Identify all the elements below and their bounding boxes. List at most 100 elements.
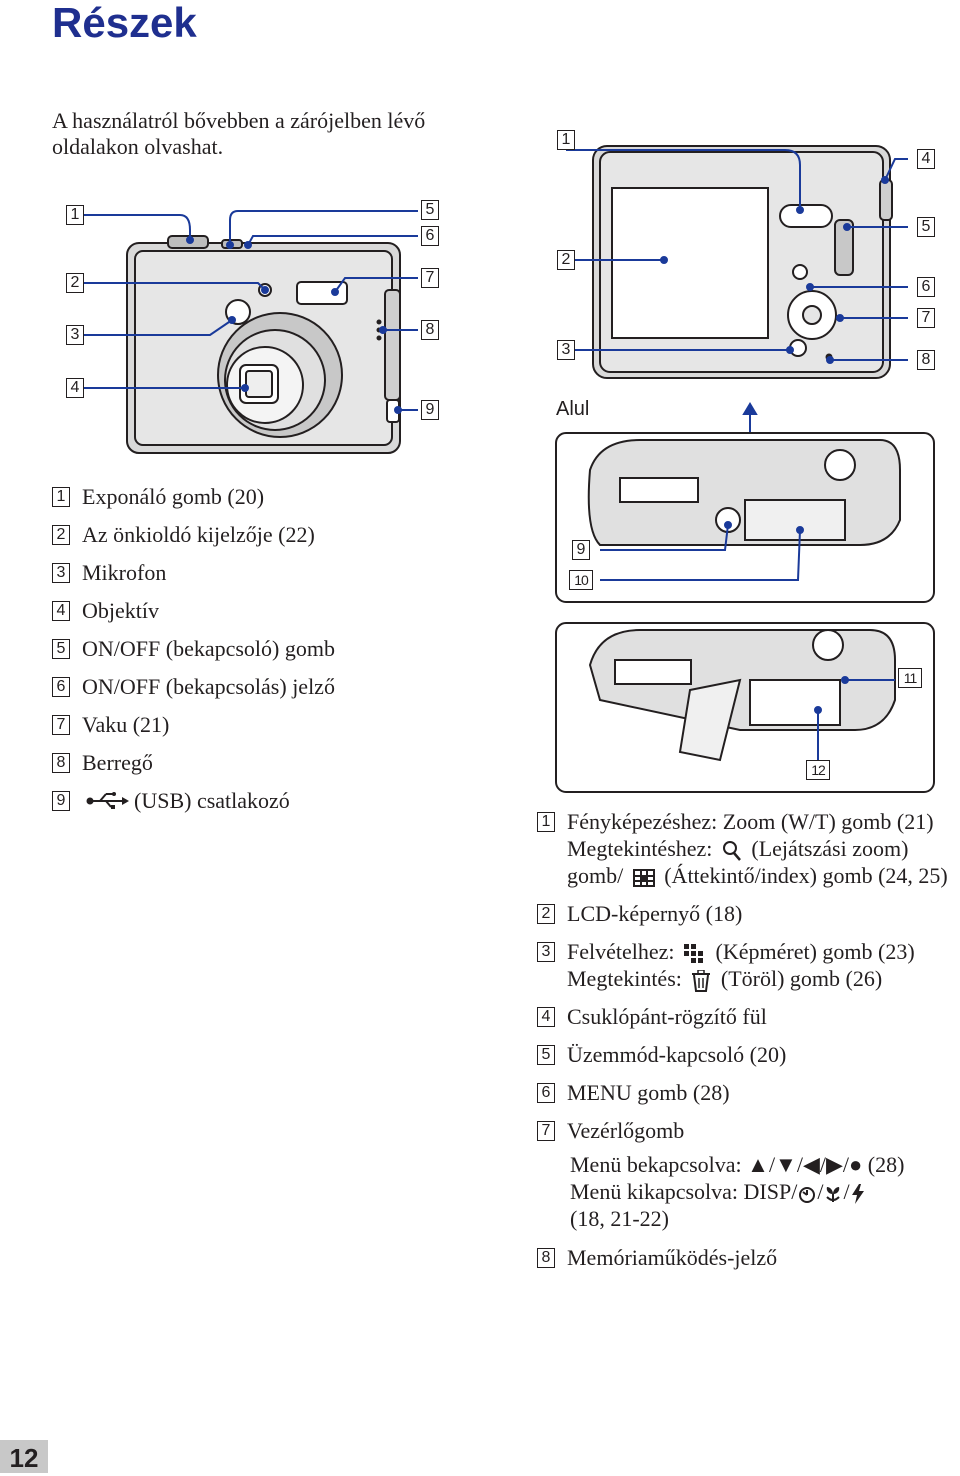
legend-number: 4 (537, 1007, 555, 1027)
legend-item: 3 Mikrofon (52, 554, 335, 592)
legend-item-8: 8 Memóriaműködés-jelző (537, 1244, 957, 1271)
back-camera-illustration (592, 145, 893, 379)
legend-number: 5 (537, 1045, 555, 1065)
legend-item-3: 3 Felvételhez: (Képméret) gomb (23) Megt… (537, 938, 957, 992)
up-arrow-icon (742, 402, 758, 432)
front-callout-5: 5 (421, 200, 439, 220)
legend-item: 5 ON/OFF (bekapcsoló) gomb (52, 630, 335, 668)
page-number: 12 (0, 1440, 48, 1473)
back-callout-4: 4 (917, 149, 935, 169)
legend-text-playback: Megtekintéshez: (Lejátszási zoom) gomb/ … (567, 835, 957, 889)
back-callout-6: 6 (917, 277, 935, 297)
legend-text: ON/OFF (bekapcsolás) jelző (82, 674, 335, 699)
legend-item-4: 4 Csuklópánt-rögzítő fül (537, 1003, 957, 1030)
back-leader-lines (566, 149, 908, 364)
back-legend: 1 Fényképezéshez: Zoom (W/T) gomb (21) M… (537, 808, 957, 1282)
front-callout-2: 2 (66, 273, 84, 293)
legend-text: Üzemmód-kapcsoló (20) (567, 1042, 787, 1067)
legend-item: 4 Objektív (52, 592, 335, 630)
legend-text: MENU gomb (28) (567, 1080, 730, 1105)
back-callout-1: 1 (557, 130, 575, 150)
back-callout-5: 5 (917, 217, 935, 237)
flash-icon (851, 1183, 864, 1204)
front-callout-6: 6 (421, 226, 439, 246)
front-callout-9: 9 (421, 400, 439, 420)
legend-text: Vezérlőgomb (567, 1118, 685, 1143)
back-callout-2: 2 (557, 250, 575, 270)
legend-text: Menü kikapcsolva: DISP/ (570, 1179, 798, 1204)
legend-text: Fényképezéshez: Zoom (W/T) gomb (21) (567, 809, 934, 834)
bottom-panel-1 (555, 432, 935, 603)
legend-number: 4 (52, 601, 70, 621)
intro-text: A használatról bővebben a zárójelben lév… (52, 108, 426, 159)
trash-icon (692, 969, 711, 992)
legend-item: 8 Berregő (52, 744, 335, 782)
macro-icon (826, 1186, 841, 1202)
front-callout-4: 4 (66, 378, 84, 398)
legend-number: 1 (52, 487, 70, 507)
legend-number: 7 (537, 1121, 555, 1141)
back-callout-8: 8 (917, 350, 935, 370)
legend-item-7-details: Menü bekapcsolva: ▲/▼/◀/▶/● (28) Menü ki… (537, 1151, 957, 1232)
legend-number: 6 (537, 1083, 555, 1103)
legend-item-7: 7 Vezérlőgomb (537, 1117, 957, 1144)
legend-number: 5 (52, 639, 70, 659)
legend-number: 8 (537, 1248, 555, 1268)
legend-text: Csuklópánt-rögzítő fül (567, 1004, 767, 1029)
legend-text: Mikrofon (82, 560, 167, 585)
legend-number: 6 (52, 677, 70, 697)
legend-text: Memóriaműködés-jelző (567, 1245, 778, 1270)
legend-text: Az önkioldó kijelzője (22) (82, 522, 315, 547)
bottom-callout-10: 10 (569, 570, 593, 590)
legend-number: 9 (52, 791, 70, 811)
legend-number: 8 (52, 753, 70, 773)
back-callout-3: 3 (557, 340, 575, 360)
legend-number: 2 (537, 904, 555, 924)
legend-text: Megtekintéshez: (567, 836, 713, 861)
legend-item-1: 1 Fényképezéshez: Zoom (W/T) gomb (21) M… (537, 808, 957, 889)
bottom-callout-9: 9 (572, 540, 590, 560)
usb-icon (86, 792, 129, 809)
legend-text: (Lejátszási zoom) gomb/ (567, 836, 909, 888)
legend-text: (Töröl) gomb (26) (720, 966, 883, 991)
self-timer-icon (799, 1186, 816, 1203)
front-callout-1: 1 (66, 205, 84, 225)
bottom-panel-1-lines (600, 521, 804, 581)
front-callout-7: 7 (421, 268, 439, 288)
legend-item: 6 ON/OFF (bekapcsolás) jelző (52, 668, 335, 706)
legend-text: Menü bekapcsolva: ▲/▼/◀/▶/● (28) (570, 1152, 905, 1177)
alul-label: Alul (556, 398, 590, 420)
legend-number: 3 (537, 942, 555, 962)
legend-item-6: 6 MENU gomb (28) (537, 1079, 957, 1106)
front-camera-illustration (126, 235, 401, 454)
legend-item-2: 2 LCD-képernyő (18) (537, 900, 957, 927)
legend-item: 7 Vaku (21) (52, 706, 335, 744)
legend-number: 3 (52, 563, 70, 583)
legend-number: 7 (52, 715, 70, 735)
legend-number: 1 (537, 812, 555, 832)
page-title: Részek (52, 0, 197, 46)
legend-text: Felvételhez: (567, 939, 675, 964)
front-leader-lines (84, 210, 418, 414)
legend-text: LCD-képernyő (18) (567, 901, 743, 926)
legend-text: Vaku (21) (82, 712, 170, 737)
legend-text: (USB) csatlakozó (134, 788, 290, 813)
front-callout-3: 3 (66, 325, 84, 345)
legend-text: Berregő (82, 750, 153, 775)
index-icon (632, 868, 655, 887)
image-size-icon (684, 943, 704, 963)
legend-text: Exponáló gomb (20) (82, 484, 265, 509)
legend-item: 1 Exponáló gomb (20) (52, 478, 335, 516)
back-callout-7: 7 (917, 308, 935, 328)
bottom-callout-11: 11 (898, 668, 922, 688)
magnifier-icon (722, 840, 741, 861)
legend-text: ON/OFF (bekapcsoló) gomb (82, 636, 335, 661)
front-legend: 1 Exponáló gomb (20) 2 Az önkioldó kijelző… (52, 478, 335, 820)
legend-item: 2 Az önkioldó kijelzője (22) (52, 516, 335, 554)
legend-text: (18, 21-22) (570, 1206, 669, 1231)
legend-text: Objektív (82, 598, 159, 623)
legend-number: 2 (52, 525, 70, 545)
legend-text: Megtekintés: (567, 966, 682, 991)
bottom-panel-2 (555, 622, 935, 793)
